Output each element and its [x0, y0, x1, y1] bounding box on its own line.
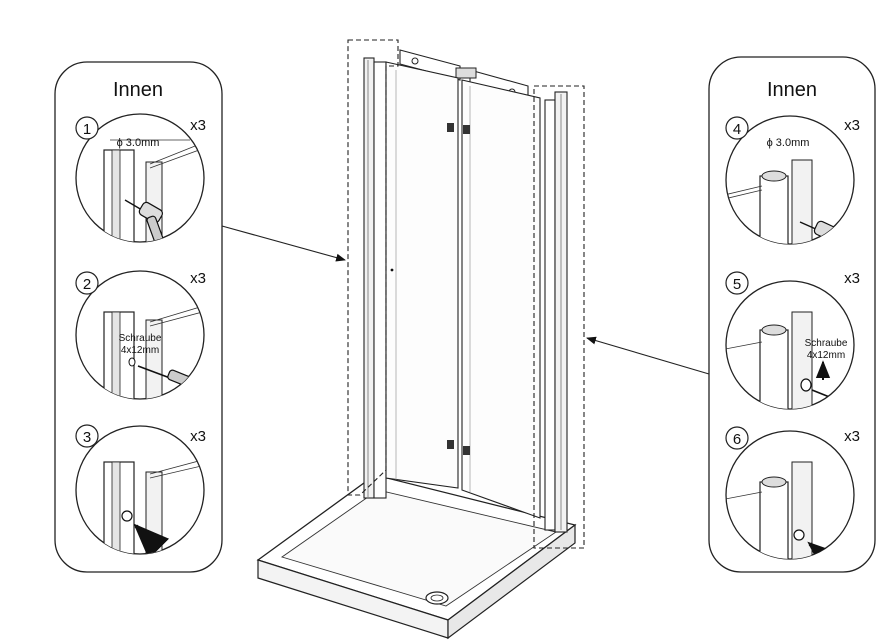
folding-door-panels: [385, 61, 541, 519]
left-wall-profile: [363, 57, 387, 499]
step-3-number-circle: [75, 424, 99, 448]
step-3-number: 3: [83, 429, 91, 446]
left-detail-arrow: [221, 225, 346, 262]
step-5-number-circle: [725, 271, 749, 295]
step-6-number: 6: [733, 431, 741, 448]
step-4-number-circle: [725, 116, 749, 140]
cover-cap-icon: [793, 529, 805, 541]
right-detail-arrow: [586, 336, 710, 375]
step-6-number-circle: [725, 426, 749, 450]
step-4-quantity: x3: [844, 117, 860, 134]
door-hinge: [447, 123, 470, 134]
step-2-number-circle: [75, 271, 99, 295]
left-profile-highlight: [347, 39, 399, 496]
step-5-screw-label: Schraube: [805, 338, 848, 349]
step-3-cap: 3 x3: [75, 424, 206, 555]
right-instruction-panel: Innen 4 x3 ϕ 3.0mm: [708, 56, 876, 573]
step-3-pointer-arrow: [133, 523, 170, 554]
step-1-drill-diameter: ϕ 3.0mm: [117, 137, 160, 149]
step-3-detail-circle: [75, 425, 205, 555]
step-4-number: 4: [733, 121, 741, 138]
right-panel-title: Innen: [767, 79, 817, 101]
step-5-number: 5: [733, 276, 741, 293]
step-1-number-circle: [75, 116, 99, 140]
step-1-quantity: x3: [190, 117, 206, 134]
step-5-screw-size: 4x12mm: [807, 350, 845, 361]
step-4-detail-circle: [725, 115, 855, 245]
right-profile-highlight: [533, 85, 585, 549]
step-4-drill-diameter: ϕ 3.0mm: [767, 137, 810, 149]
shower-enclosure-illustration: [256, 39, 585, 640]
right-wall-profile: [544, 91, 568, 533]
step-1-number: 1: [83, 121, 91, 138]
step-6-detail-circle: [725, 430, 855, 560]
step-5-quantity: x3: [844, 270, 860, 287]
left-instruction-panel: Innen 1 x3 ϕ 3.0mm: [54, 61, 223, 573]
step-2-quantity: x3: [190, 270, 206, 287]
step-2-screw: 2 x3 Schraube 4x12mm: [75, 270, 206, 400]
cover-cap-icon: [121, 510, 133, 522]
step-2-screw-label: Schraube: [119, 333, 162, 344]
step-2-number: 2: [83, 276, 91, 293]
step-1-drill: 1 x3 ϕ 3.0mm: [75, 113, 206, 243]
drill-icon: [124, 199, 164, 242]
step-6-quantity: x3: [844, 428, 860, 445]
step-2-illustration: [103, 303, 204, 399]
left-panel-title: Innen: [113, 79, 163, 101]
step-2-screw-size: 4x12mm: [121, 345, 159, 356]
step-1-illustration: [103, 139, 204, 242]
step-3-quantity: x3: [190, 428, 206, 445]
shower-tray: [256, 474, 577, 640]
door-hinge: [447, 440, 470, 455]
step-3-illustration: [103, 457, 204, 554]
